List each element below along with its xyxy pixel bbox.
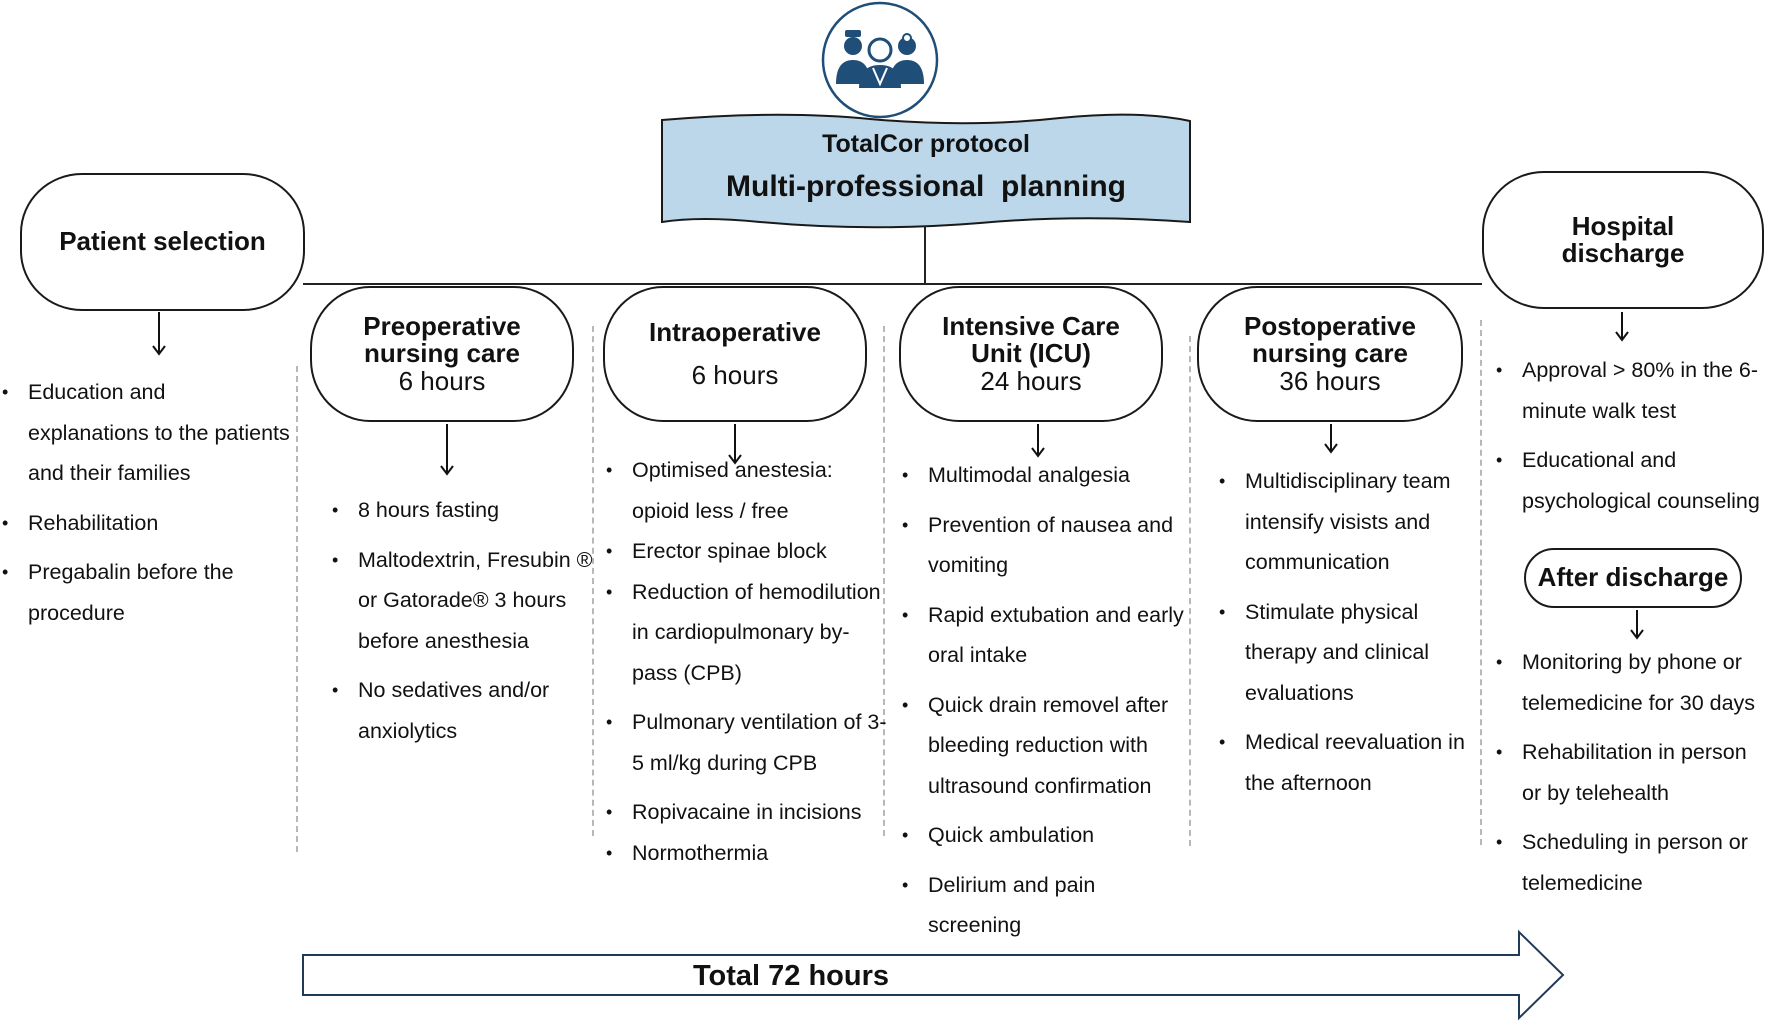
- list-item: Rehabilitation: [2, 503, 292, 544]
- list-item: Prevention of nausea and vomiting: [902, 505, 1192, 586]
- list-item: Medical reevaluation in the afternoon: [1219, 722, 1481, 803]
- phase-title: Intraoperative: [649, 316, 821, 347]
- patient-selection-title: Patient selection: [59, 226, 266, 257]
- list-item: Erector spinae block: [606, 531, 888, 572]
- list-item: Approval > 80% in the 6-minute walk test: [1496, 350, 1771, 431]
- phase-preoperative-box: Preoperative nursing care 6 hours: [310, 286, 574, 422]
- list-item: Ropivacaine in incisions: [606, 792, 888, 833]
- phase-title: Postoperative nursing care: [1244, 311, 1416, 369]
- after-discharge-box: After discharge: [1524, 548, 1742, 608]
- list-item: Quick drain removel after bleeding reduc…: [902, 685, 1192, 807]
- intraoperative-list: Optimised anestesia: opioid less / free …: [606, 450, 888, 882]
- phase-icu-box: Intensive Care Unit (ICU) 24 hours: [899, 286, 1163, 422]
- patient-selection-list: Education and explanations to the patien…: [2, 372, 292, 642]
- phase-hours: 6 hours: [398, 365, 486, 396]
- list-item: Quick ambulation: [902, 815, 1192, 856]
- postoperative-list: Multidisciplinary team intensify visists…: [1219, 461, 1481, 812]
- discharge-list: Approval > 80% in the 6-minute walk test…: [1496, 350, 1771, 530]
- list-item: No sedatives and/or anxiolytics: [332, 670, 594, 751]
- phase-title: Intensive Care Unit (ICU): [942, 311, 1120, 369]
- list-item: Multidisciplinary team intensify visists…: [1219, 461, 1481, 583]
- hospital-discharge-title: Hospital discharge: [1561, 210, 1685, 268]
- after-discharge-title: After discharge: [1537, 562, 1729, 593]
- planning-title-line1: TotalCor protocol: [822, 130, 1030, 158]
- phase-hours: 6 hours: [691, 360, 779, 390]
- list-item: 8 hours fasting: [332, 490, 594, 531]
- list-item: Educational and psychological counseling: [1496, 440, 1771, 521]
- list-item: Delirium and pain screening: [902, 865, 1192, 946]
- list-item: Education and explanations to the patien…: [2, 372, 292, 494]
- list-item: Optimised anestesia: opioid less / free: [606, 450, 888, 531]
- medical-team-icon: [821, 1, 939, 119]
- planning-title-line2: Multi-professional planning: [726, 170, 1126, 203]
- list-item: Rehabilitation in person or by telehealt…: [1496, 732, 1771, 813]
- icu-list: Multimodal analgesia Prevention of nause…: [902, 455, 1192, 955]
- phase-title: Preoperative nursing care: [363, 311, 521, 369]
- phase-hours: 36 hours: [1279, 365, 1381, 396]
- planning-banner-shape: [661, 113, 1191, 229]
- phase-intraoperative-box: Intraoperative 6 hours: [603, 286, 867, 422]
- list-item: Stimulate physical therapy and clinical …: [1219, 592, 1481, 714]
- list-item: Multimodal analgesia: [902, 455, 1192, 496]
- list-item: Pregabalin before the procedure: [2, 552, 292, 633]
- phase-hours: 24 hours: [980, 365, 1082, 396]
- separator: [1480, 320, 1482, 845]
- separator: [296, 366, 298, 852]
- separator: [1189, 336, 1191, 846]
- list-item: Rapid extubation and early oral intake: [902, 595, 1192, 676]
- hospital-discharge-box: Hospital discharge: [1482, 171, 1764, 309]
- list-item: Scheduling in person or telemedicine: [1496, 822, 1771, 903]
- list-item: Normothermia: [606, 833, 888, 874]
- list-item: Reduction of hemodilution in cardiopulmo…: [606, 572, 888, 694]
- total-label: Total 72 hours: [692, 960, 890, 992]
- total-arrow-shape: [302, 929, 1565, 1021]
- preoperative-list: 8 hours fasting Maltodextrin, Fresubin ®…: [332, 490, 594, 760]
- list-item: Monitoring by phone or telemedicine for …: [1496, 642, 1771, 723]
- list-item: Pulmonary ventilation of 3-5 ml/kg durin…: [606, 702, 888, 783]
- patient-selection-box: Patient selection: [20, 173, 305, 311]
- list-item: Maltodextrin, Fresubin ® or Gatorade® 3 …: [332, 540, 594, 662]
- phase-postoperative-box: Postoperative nursing care 36 hours: [1197, 286, 1463, 422]
- after-discharge-list: Monitoring by phone or telemedicine for …: [1496, 642, 1771, 912]
